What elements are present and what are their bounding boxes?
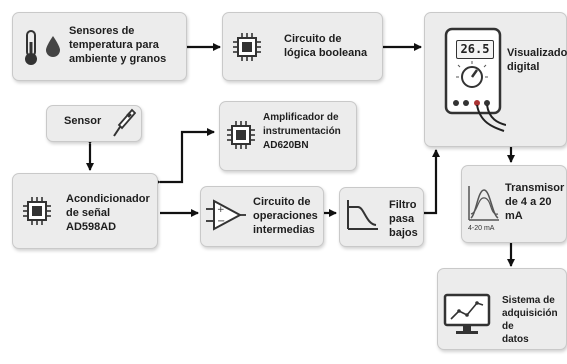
svg-text:+: +: [217, 205, 225, 215]
logic-label: Circuito de lógica booleana: [284, 33, 368, 59]
chip-icon: [227, 121, 255, 149]
probe-icon: [113, 108, 136, 137]
sensors-node: [12, 12, 187, 81]
transmitter-label: Transmisor de 4 a 20 mA: [505, 182, 565, 222]
filter-node: [339, 187, 424, 247]
sensor-label: Sensor: [64, 115, 102, 127]
water-drop-icon: [46, 36, 60, 57]
arrow-filter-to-display: [424, 149, 440, 215]
thermometer-icon: [25, 30, 37, 65]
curve-graph-icon: [468, 186, 499, 221]
multimeter-reading: 26.5: [456, 40, 494, 59]
conditioner-label: Acondicionador de señal AD598AD: [66, 193, 150, 233]
amplifier-label: Amplificador de instrumentación AD620BN: [263, 112, 341, 151]
svg-text:−: −: [217, 216, 225, 227]
chip-icon: [233, 33, 261, 61]
display-label: Visualizador digital: [507, 47, 567, 73]
lowpass-filter-icon: [347, 200, 378, 230]
acquisition-label: Sistema de adquisición de datos: [502, 295, 558, 345]
opamp-icon: + −: [206, 199, 246, 231]
transmitter-icon-label: 4-20 mA: [468, 225, 495, 232]
filter-label: Filtro pasa bajos: [389, 199, 418, 239]
arrow-conditioner-amplifier: [153, 128, 215, 186]
chip-icon: [23, 197, 51, 225]
monitor-chart-icon: [443, 293, 491, 334]
opcircuit-label: Circuito de operaciones intermedias: [253, 196, 318, 236]
sensors-label: Sensores de temperatura para ambiente y …: [69, 25, 167, 65]
